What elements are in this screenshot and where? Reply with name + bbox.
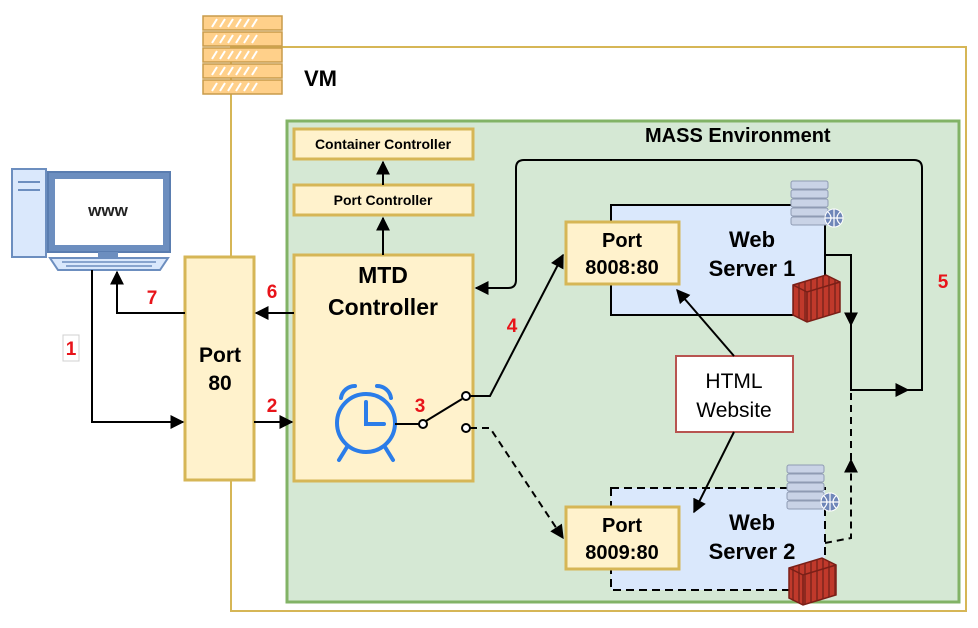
- web-server-1-line1: Web: [729, 227, 775, 252]
- mtd-controller-line2: Controller: [328, 294, 438, 320]
- html-website-line2: Website: [696, 399, 771, 422]
- port-8008-line2: 8008:80: [585, 257, 658, 279]
- step-2-label: 2: [267, 396, 278, 417]
- port-80-box[interactable]: [183, 255, 256, 482]
- container-controller-box[interactable]: [292, 127, 475, 161]
- server-rack-icon-2: [786, 464, 840, 512]
- server-rack-icon-1: [790, 180, 844, 228]
- port-8009-line1: Port: [602, 515, 642, 537]
- port-controller-label: Port Controller: [334, 192, 433, 208]
- arrow-server-1-down: [825, 254, 858, 327]
- port-8008-box[interactable]: [564, 220, 681, 286]
- mtd-controller-line1: MTD: [358, 262, 408, 288]
- web-server-2-line2: Server 2: [709, 539, 796, 564]
- step-4-label: 4: [507, 316, 518, 337]
- step-1-label: 1: [66, 339, 77, 360]
- arrow-html-to-server-1: [676, 288, 735, 357]
- arrow-server-2-up: [824, 458, 858, 544]
- arrow-4: [470, 253, 564, 397]
- mtd-controller-box[interactable]: [292, 253, 475, 483]
- step-3-label: 3: [415, 396, 426, 417]
- mass-environment-label: MASS Environment: [645, 125, 831, 147]
- arrow-merge: [850, 325, 910, 397]
- web-server-2-line1: Web: [729, 510, 775, 535]
- step-1-box: [62, 334, 80, 362]
- arrow-7: [110, 270, 185, 314]
- vm-label: VM: [304, 66, 337, 91]
- arrow-5: [474, 159, 923, 391]
- container-icon-1: [792, 274, 841, 323]
- vm-server-icon: [202, 15, 283, 95]
- arrow-to-port-8009: [470, 427, 564, 540]
- port-80-line1: Port: [199, 344, 241, 367]
- arrow-html-to-server-2: [693, 431, 735, 514]
- client-screen-text: www: [87, 201, 128, 220]
- container-controller-label: Container Controller: [315, 136, 452, 152]
- client-computer-icon: [11, 168, 171, 271]
- arrow-1: [91, 270, 185, 429]
- port-8008-line1: Port: [602, 230, 642, 252]
- step-5-label: 5: [938, 272, 949, 293]
- step-7-label: 7: [147, 288, 158, 309]
- port-8009-box[interactable]: [564, 505, 681, 571]
- html-website-line1: HTML: [705, 370, 762, 393]
- switch-symbol: [395, 391, 471, 433]
- web-server-1-line2: Server 1: [709, 256, 796, 281]
- container-icon-2: [788, 557, 837, 606]
- port-8009-line2: 8009:80: [585, 542, 658, 564]
- step-6-label: 6: [267, 282, 278, 303]
- html-website-box[interactable]: [675, 355, 794, 433]
- port-80-line2: 80: [208, 372, 231, 395]
